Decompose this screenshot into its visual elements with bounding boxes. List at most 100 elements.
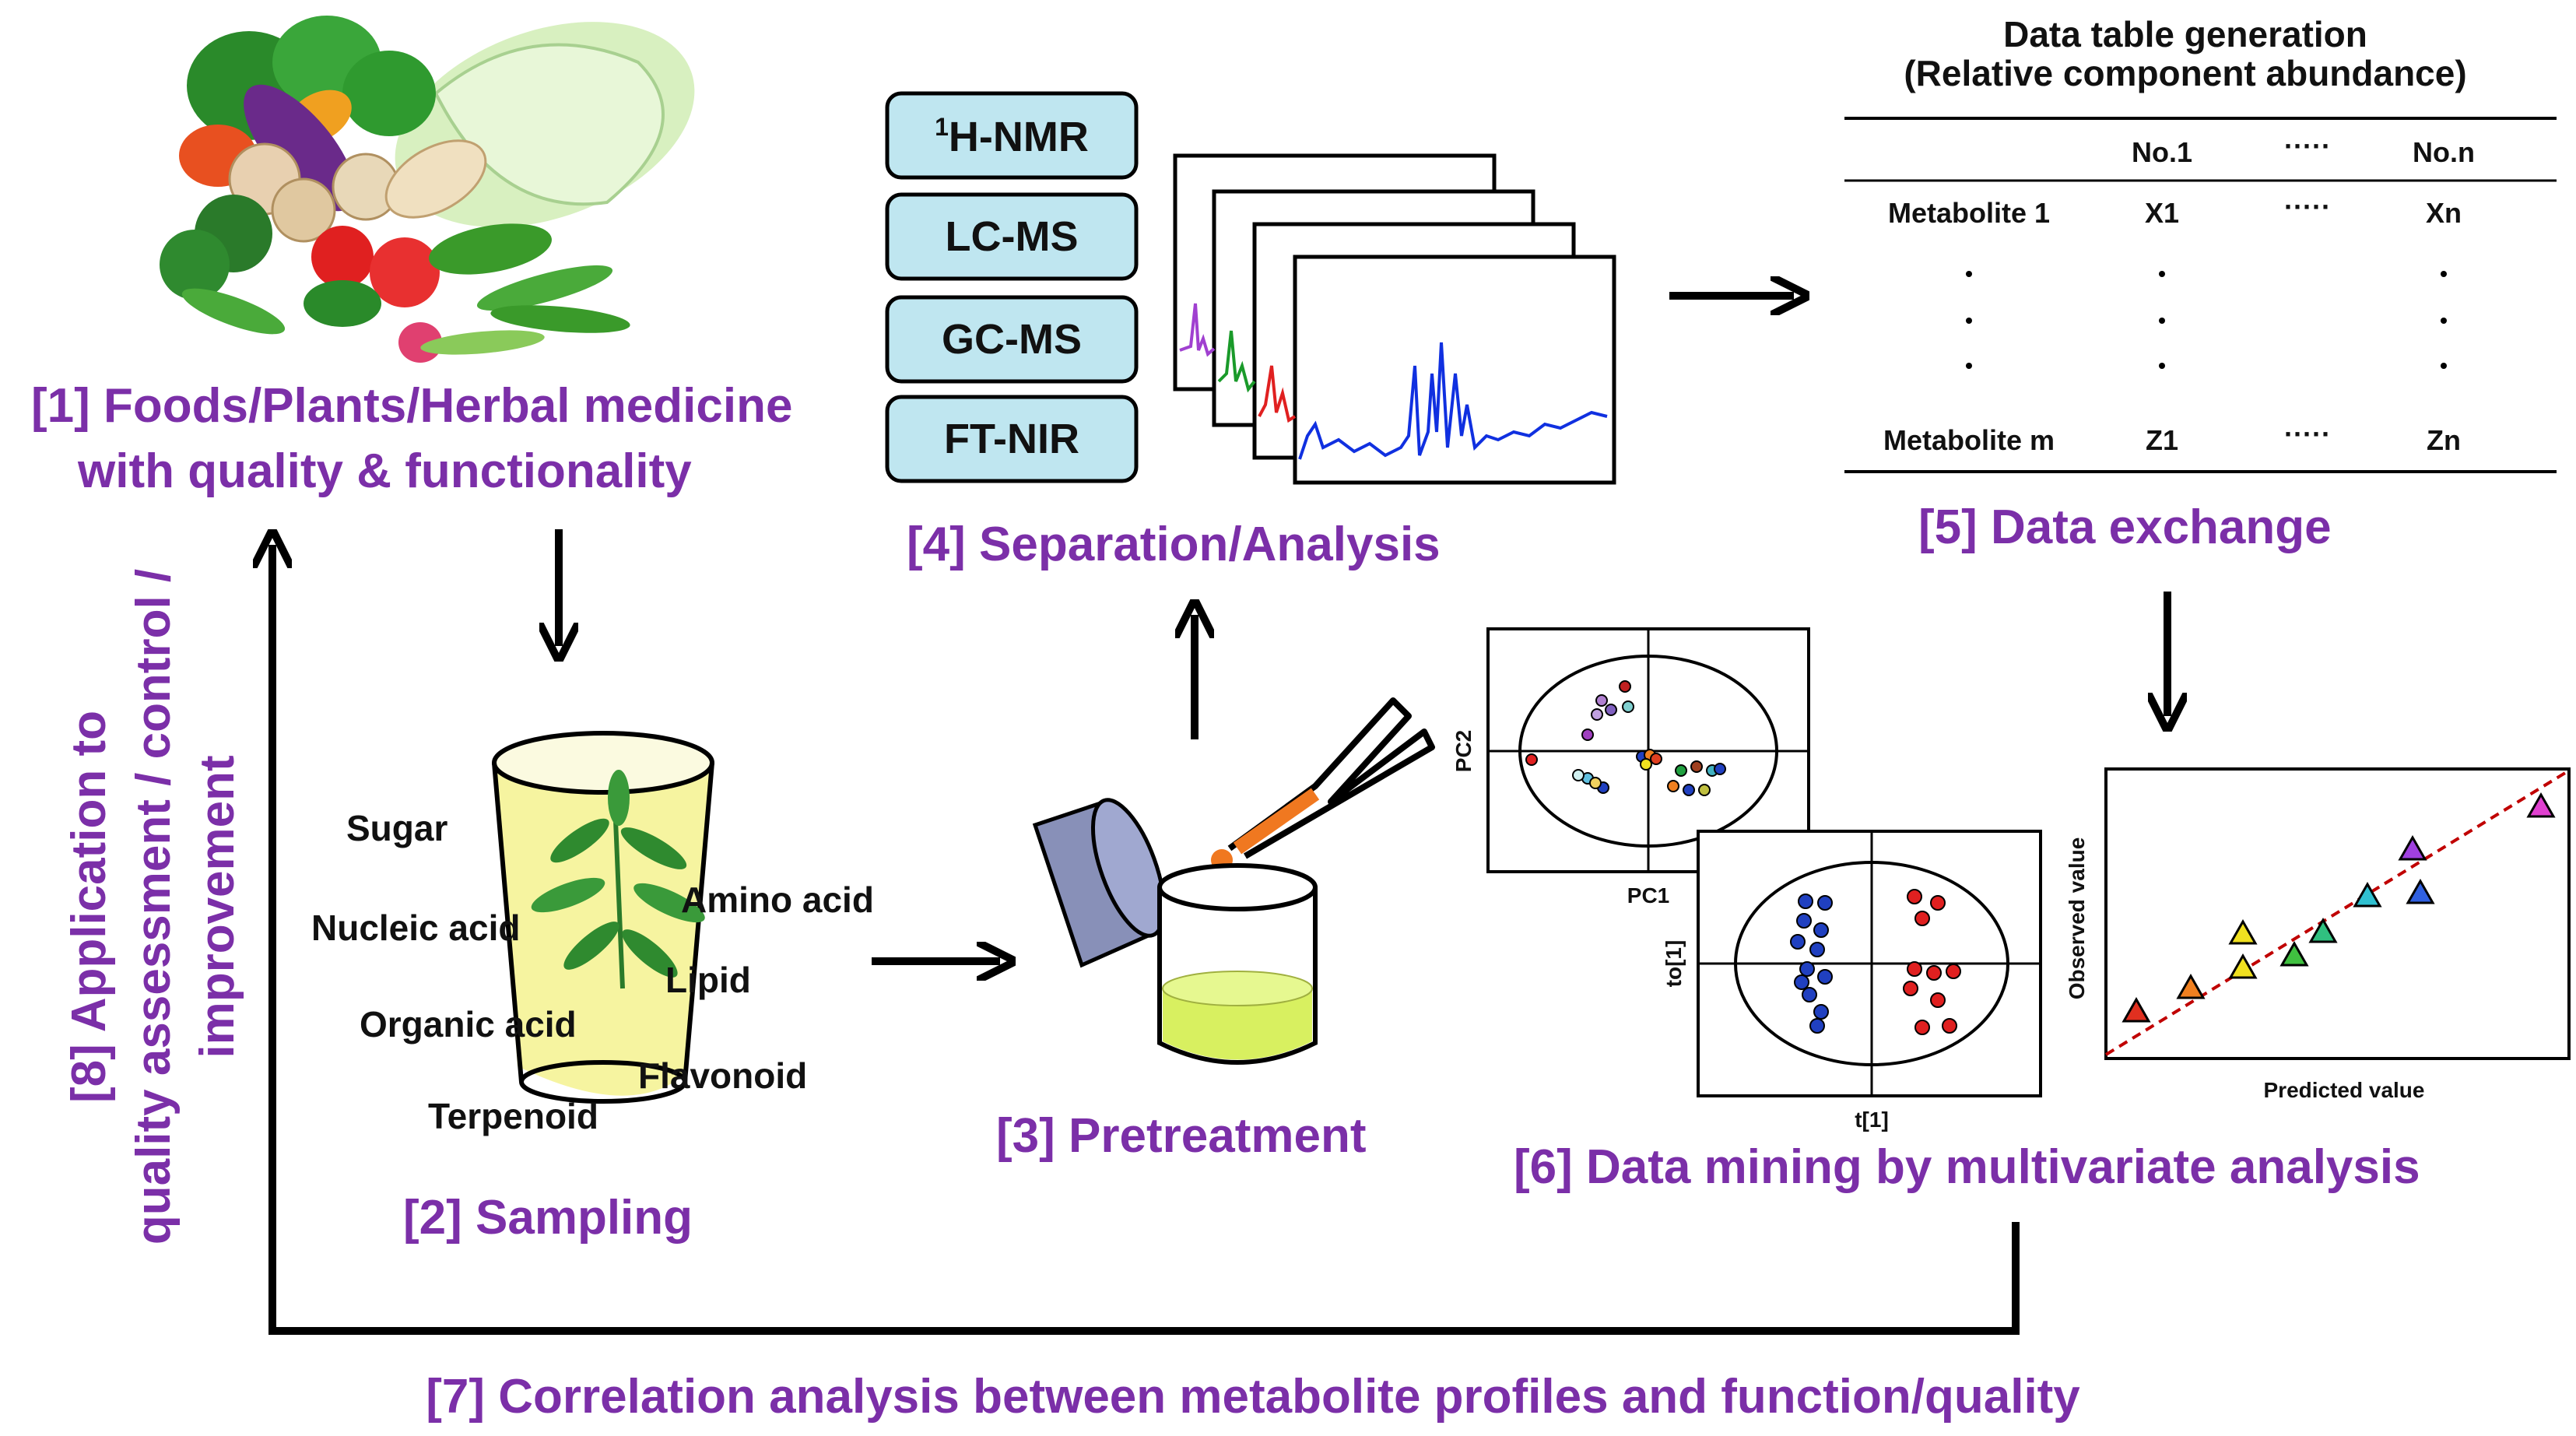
regression-point	[2228, 953, 2258, 979]
regression-point	[2526, 792, 2556, 818]
opls-point-group-b	[1914, 911, 1930, 926]
opls-point-group-b	[1903, 981, 1918, 996]
regression-points	[2122, 792, 2556, 1023]
opls-point-group-a	[1790, 934, 1806, 950]
data-table-header-no1: No.1	[2132, 136, 2192, 168]
data-table-rowm-label: Metabolite m	[1883, 424, 2055, 456]
regression-point	[2398, 834, 2427, 861]
pca-point	[1595, 694, 1608, 707]
instrument-ftnir-label: FT-NIR	[944, 416, 1079, 462]
step-8-label-group: [8] Application to quality assessment / …	[62, 569, 244, 1245]
component-lipid: Lipid	[665, 960, 751, 1000]
spectrum-trace-ftnir	[1298, 342, 1608, 460]
pca-point	[1525, 753, 1538, 766]
regression-x-label: Predicted value	[2264, 1078, 2425, 1102]
pca-point	[1698, 784, 1711, 796]
instrument-ftnir: FT-NIR	[885, 395, 1139, 483]
opls-point-group-a	[1799, 961, 1815, 977]
component-nucleic-acid: Nucleic acid	[311, 908, 520, 948]
instrument-nmr-superscript: 1	[935, 113, 949, 141]
plant-sprig	[531, 770, 705, 989]
component-amino-acid: Amino acid	[681, 880, 874, 920]
pca-point	[1675, 764, 1687, 777]
instrument-lcms: LC-MS	[885, 192, 1139, 281]
tweezers	[1211, 697, 1435, 871]
instrument-nmr: 1H-NMR	[885, 91, 1139, 180]
step-6-title: [6] Data mining by multivariate analysis	[1514, 1140, 2420, 1194]
data-table-header-non: No.n	[2413, 136, 2475, 168]
regression-point	[2406, 878, 2435, 904]
sampling-glass	[492, 731, 714, 1104]
pca-point	[1591, 708, 1603, 721]
opls-point-group-b	[1930, 895, 1946, 911]
step-3-title: [3] Pretreatment	[996, 1109, 1366, 1163]
spectrum-trace-gcms	[1258, 365, 1297, 423]
pca-point	[1667, 780, 1679, 792]
vegetables-illustration	[160, 16, 695, 363]
step-8-title-line3: improvement	[191, 755, 244, 1058]
instrument-gcms-label: GC-MS	[942, 316, 1082, 363]
data-table-title-line1: Data table generation	[2003, 14, 2367, 54]
pca-point	[1714, 763, 1726, 775]
data-table-title-line2: (Relative component abundance)	[1904, 53, 2466, 93]
opls-point-group-b	[1907, 889, 1922, 904]
opls-points	[1790, 889, 1961, 1035]
opls-point-group-b	[1914, 1020, 1930, 1035]
pca-point	[1622, 700, 1634, 713]
component-organic-acid: Organic acid	[360, 1004, 577, 1045]
pca-point	[1605, 704, 1617, 716]
instrument-list: 1H-NMR LC-MS GC-MS FT-NIR	[885, 91, 1139, 483]
opls-point-group-b	[1926, 965, 1942, 981]
pca-point	[1589, 777, 1602, 789]
regression-point	[2279, 940, 2309, 967]
step-4-title: [4] Separation/Analysis	[907, 518, 1441, 571]
pca-point	[1581, 729, 1594, 741]
opls-point-group-a	[1809, 942, 1825, 957]
step-5-title: [5] Data exchange	[1918, 500, 2332, 554]
pca-point	[1640, 758, 1652, 771]
opls-point-group-a	[1796, 913, 1812, 929]
component-flavonoid: Flavonoid	[638, 1055, 807, 1096]
data-table-header-ellipsis: ·····	[2284, 130, 2331, 162]
sample-tube	[1157, 863, 1318, 1065]
instrument-gcms: GC-MS	[885, 295, 1139, 384]
component-sugar: Sugar	[346, 808, 447, 848]
tube-cap	[1032, 798, 1167, 968]
opls-x-label: t[1]	[1855, 1108, 1889, 1132]
data-table-rowm-last: Zn	[2427, 424, 2461, 456]
step-8-title-line1: [8] Application to	[62, 711, 116, 1103]
opls-point-group-a	[1798, 894, 1813, 909]
pretreatment-illustration	[1032, 697, 1435, 1065]
opls-point-group-a	[1802, 987, 1817, 1002]
spectra-stack	[1173, 153, 1616, 485]
instrument-nmr-label: H-NMR	[949, 114, 1089, 160]
opls-point-group-a	[1813, 1004, 1829, 1020]
regression-y-label: Observed value	[2065, 837, 2089, 1000]
step-1-title-line2: with quality & functionality	[77, 444, 692, 498]
step-1-title-line1: [1] Foods/Plants/Herbal medicine	[31, 379, 792, 433]
regression-plot: Predicted value Observed value	[2065, 767, 2571, 1102]
opls-point-group-a	[1817, 969, 1833, 985]
data-table-row1-label: Metabolite 1	[1888, 197, 2050, 229]
data-table-rowm-ellipsis: ·····	[2284, 418, 2331, 450]
opls-plot: t[1] to[1]	[1662, 830, 2042, 1132]
component-terpenoid: Terpenoid	[428, 1096, 598, 1136]
spectrum-frame-4	[1293, 255, 1616, 485]
regression-point	[2176, 973, 2206, 999]
data-table-rowm-first: Z1	[2146, 424, 2178, 456]
pca-x-label: PC1	[1627, 883, 1669, 908]
pca-point	[1690, 760, 1703, 773]
pca-y-label: PC2	[1451, 730, 1476, 772]
pca-point	[1650, 753, 1662, 765]
data-table-vertical-ellipsis	[1966, 271, 2447, 369]
opls-point-group-b	[1946, 964, 1961, 979]
opls-point-group-b	[1930, 992, 1946, 1008]
data-table: Data table generation (Relative componen…	[1844, 14, 2557, 473]
spectrum-trace-lcms	[1217, 330, 1256, 393]
step-2-title: [2] Sampling	[403, 1191, 693, 1245]
feedback-loop-arrow	[272, 545, 2020, 1335]
spectrum-trace-nmr	[1179, 303, 1216, 357]
opls-y-label: to[1]	[1662, 940, 1686, 988]
